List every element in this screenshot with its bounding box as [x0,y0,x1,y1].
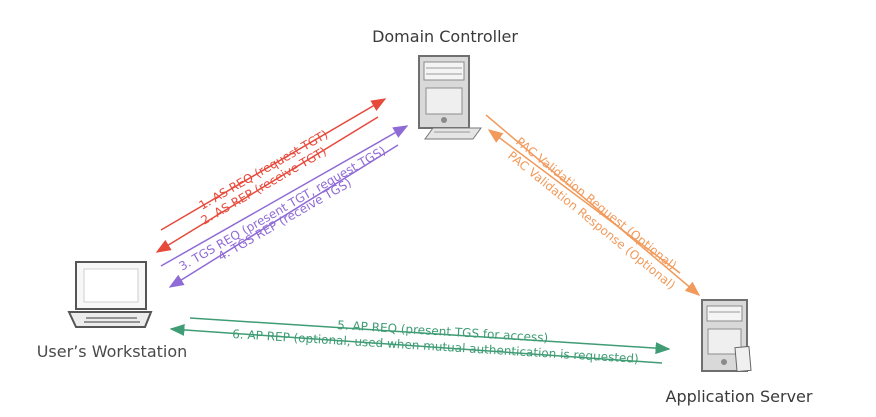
pac-response-label: PAC Validation Response (Optional) [505,148,678,292]
application-server-icon [701,299,752,373]
as-rep-arrow [155,116,379,253]
pac-request-arrow [485,114,701,296]
pac-request-label: PAC Validation Request (Optional) [513,134,679,272]
pac-validation-exchange: PAC Validation Request (Optional) PAC Va… [485,114,701,296]
server-icon [418,55,482,140]
workstation-label: User’s Workstation [37,342,188,361]
domain-controller-node: Domain Controller [372,27,518,140]
pac-response-arrow [487,129,681,274]
application-server-label: Application Server [666,387,813,406]
tgs-rep-arrow [168,144,399,288]
tgs-req-arrow [160,125,409,267]
as-req-arrow [160,98,387,231]
domain-controller-label: Domain Controller [372,27,518,46]
ap-req-arrow [189,317,671,355]
workstation-icon [67,261,153,328]
ap-exchange: 5. AP REQ (present TGS for access) 6. AP… [169,317,671,366]
ap-rep-arrow [169,323,663,364]
application-server-node: Application Server [666,299,813,406]
workstation-node: User’s Workstation [37,261,188,361]
